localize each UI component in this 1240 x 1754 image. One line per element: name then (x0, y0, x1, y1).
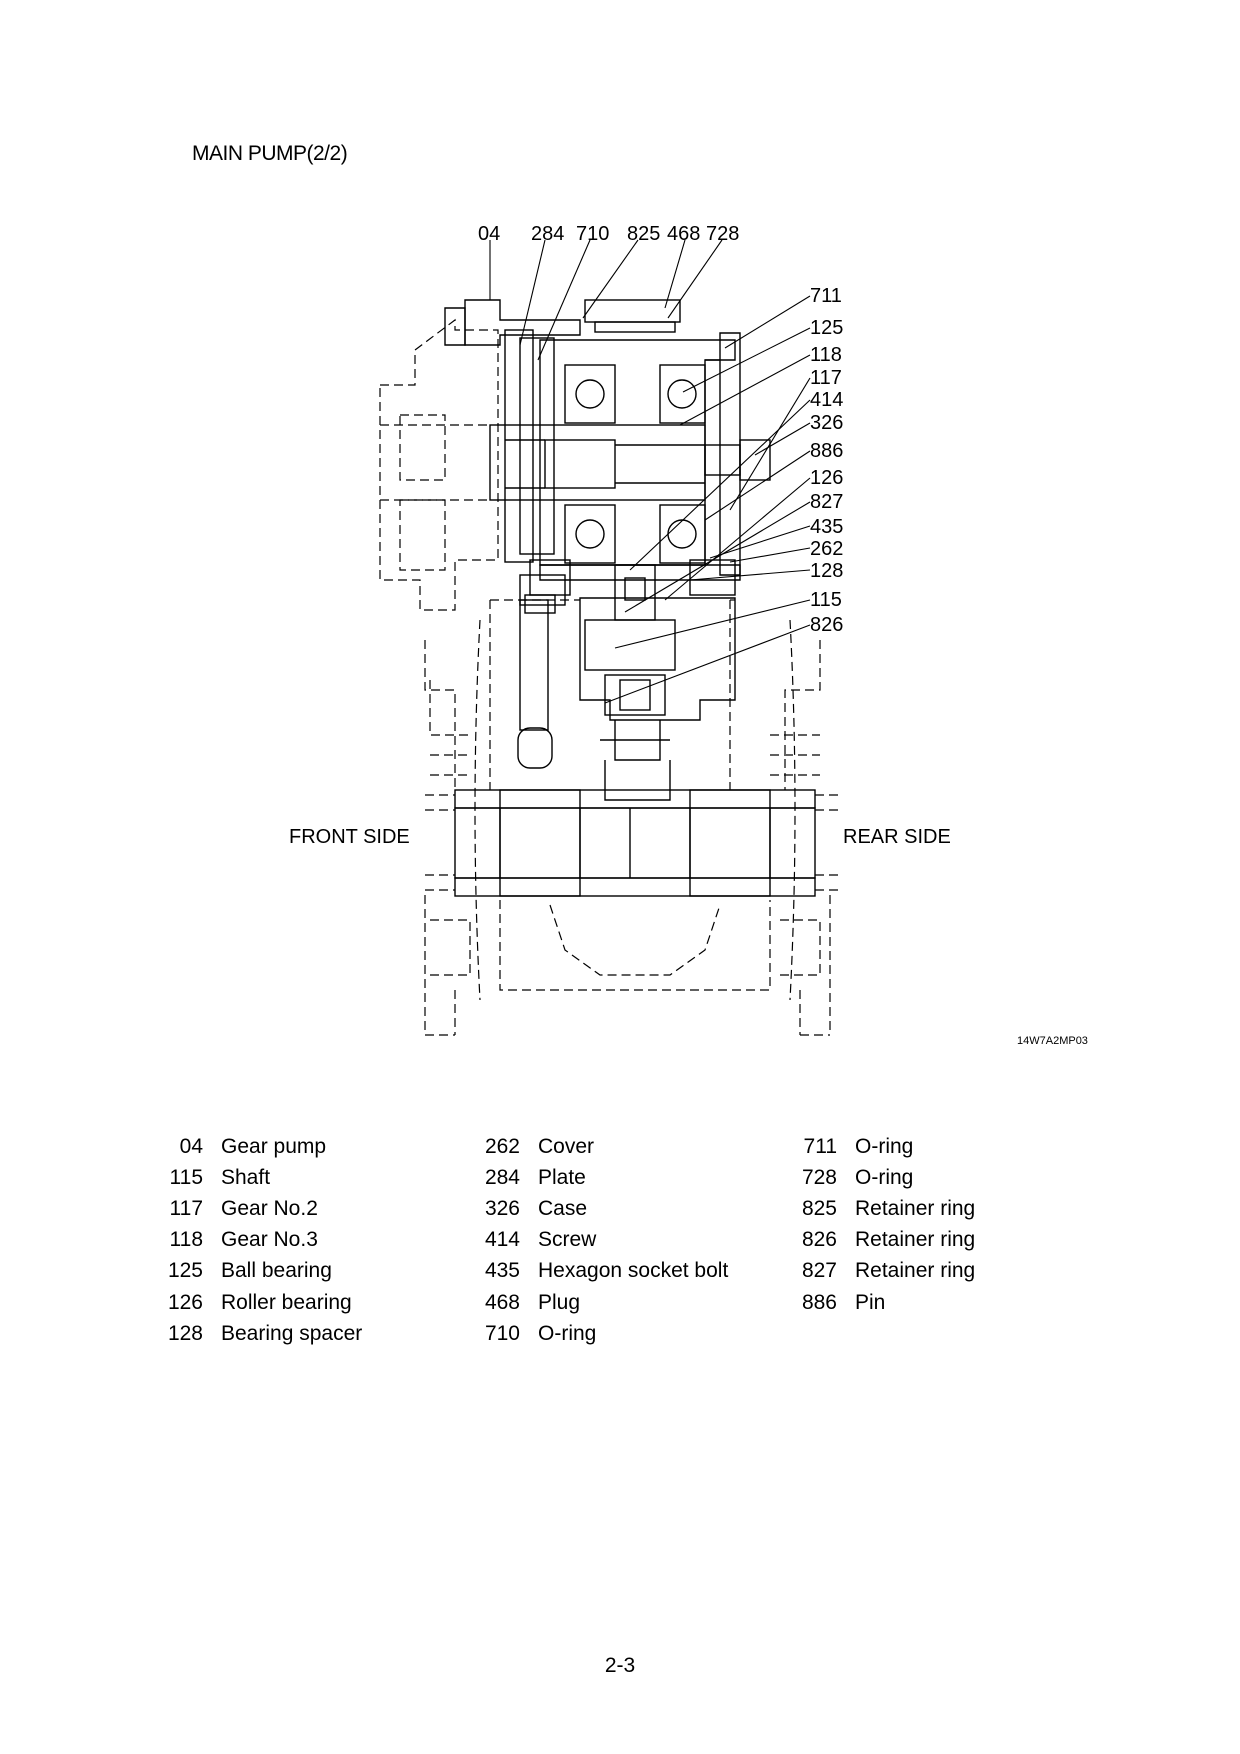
list-item: 262 Cover (484, 1131, 728, 1162)
part-number: 414 (484, 1228, 520, 1252)
part-number: 886 (801, 1290, 837, 1314)
label-435: 435 (810, 516, 843, 538)
part-number: 128 (167, 1321, 203, 1345)
part-name: Retainer ring (855, 1259, 976, 1283)
left-connector (444, 299, 581, 769)
page-title: MAIN PUMP(2/2) (192, 142, 348, 165)
part-number: 284 (484, 1165, 520, 1189)
top-labels: 04 284 710 825 468 728 (478, 223, 739, 245)
label-826: 826 (810, 614, 843, 636)
list-item: 728 O-ring (801, 1162, 975, 1193)
rear-side-label: REAR SIDE (843, 826, 951, 848)
part-number: 125 (167, 1259, 203, 1283)
part-name: Plate (538, 1165, 586, 1189)
list-item: 468 Plug (484, 1287, 728, 1318)
label-886: 886 (810, 440, 843, 462)
part-name: Cover (538, 1134, 595, 1158)
part-name: Case (538, 1196, 588, 1220)
part-number: 826 (801, 1228, 837, 1252)
parts-list-column-2: 262 Cover 284 Plate 326 Case 414 Screw 435 He… (484, 1131, 728, 1349)
part-number: 262 (484, 1134, 520, 1158)
list-item: 414 Screw (484, 1225, 728, 1256)
drive-shaft (579, 597, 736, 801)
label-414: 414 (810, 389, 843, 411)
part-name: Plug (538, 1290, 581, 1314)
part-name: Screw (538, 1228, 597, 1252)
label-728: 728 (706, 223, 739, 245)
part-number: 126 (167, 1290, 203, 1314)
part-name: Retainer ring (855, 1228, 976, 1252)
gear-pump-housing (489, 299, 771, 621)
list-item: 827 Retainer ring (801, 1256, 975, 1287)
part-name: Gear pump (221, 1134, 327, 1158)
label-04: 04 (478, 223, 500, 245)
part-number: 827 (801, 1259, 837, 1283)
part-number: 115 (169, 1165, 203, 1189)
rotor-group (454, 789, 816, 897)
label-711: 711 (810, 285, 842, 307)
part-number: 118 (169, 1228, 203, 1252)
leader-lines (489, 239, 811, 704)
list-item: 435 Hexagon socket bolt (484, 1256, 728, 1287)
list-item: 04 Gear pump (167, 1131, 362, 1162)
list-item: 711 O-ring (801, 1131, 975, 1162)
part-name: O-ring (855, 1134, 914, 1158)
list-item: 284 Plate (484, 1162, 728, 1193)
page-number: 2-3 (604, 1654, 636, 1677)
part-name: Gear No.2 (221, 1196, 318, 1220)
list-item: 128 Bearing spacer (167, 1318, 362, 1349)
list-item: 326 Case (484, 1193, 728, 1224)
list-item: 886 Pin (801, 1287, 975, 1318)
list-item: 115 Shaft (167, 1162, 362, 1193)
label-118: 118 (810, 344, 842, 366)
part-name: Pin (855, 1290, 886, 1314)
part-number: 468 (484, 1290, 520, 1314)
part-name: O-ring (855, 1165, 914, 1189)
list-item: 825 Retainer ring (801, 1193, 975, 1224)
list-item: 826 Retainer ring (801, 1225, 975, 1256)
part-number: 435 (484, 1259, 520, 1283)
label-827: 827 (810, 491, 843, 513)
list-item: 117 Gear No.2 (167, 1193, 362, 1224)
right-labels: 711 125 118 117 414 326 886 126 827 435 … (810, 285, 843, 636)
label-117: 117 (810, 367, 842, 389)
label-126: 126 (810, 467, 843, 489)
list-item: 125 Ball bearing (167, 1256, 362, 1287)
list-item: 126 Roller bearing (167, 1287, 362, 1318)
label-125: 125 (810, 317, 843, 339)
part-name: Roller bearing (221, 1290, 352, 1314)
drawing-code: 14W7A2MP03 (1017, 1035, 1088, 1047)
label-825: 825 (627, 223, 660, 245)
list-item: 118 Gear No.3 (167, 1225, 362, 1256)
label-710: 710 (576, 223, 609, 245)
part-name: Retainer ring (855, 1196, 976, 1220)
part-number: 117 (169, 1196, 203, 1220)
front-side-label: FRONT SIDE (289, 826, 410, 848)
part-number: 825 (801, 1196, 837, 1220)
label-468: 468 (667, 223, 700, 245)
label-115: 115 (810, 589, 842, 611)
label-284: 284 (531, 223, 564, 245)
main-pump-outline (379, 318, 840, 1036)
label-128: 128 (810, 560, 843, 582)
part-name: Hexagon socket bolt (538, 1259, 729, 1283)
label-326: 326 (810, 412, 843, 434)
part-number: 711 (803, 1134, 837, 1158)
parts-list-column-1: 04 Gear pump 115 Shaft 117 Gear No.2 118 Gea… (167, 1131, 362, 1349)
part-name: Ball bearing (221, 1259, 332, 1283)
part-name: Gear No.3 (221, 1228, 318, 1252)
part-number: 728 (801, 1165, 837, 1189)
part-name: Bearing spacer (221, 1321, 363, 1345)
part-number: 04 (179, 1134, 203, 1158)
part-name: Shaft (221, 1165, 271, 1189)
part-number: 710 (484, 1321, 520, 1345)
label-262: 262 (810, 538, 843, 560)
part-name: O-ring (538, 1321, 597, 1345)
part-number: 326 (484, 1196, 520, 1220)
list-item: 710 O-ring (484, 1318, 728, 1349)
